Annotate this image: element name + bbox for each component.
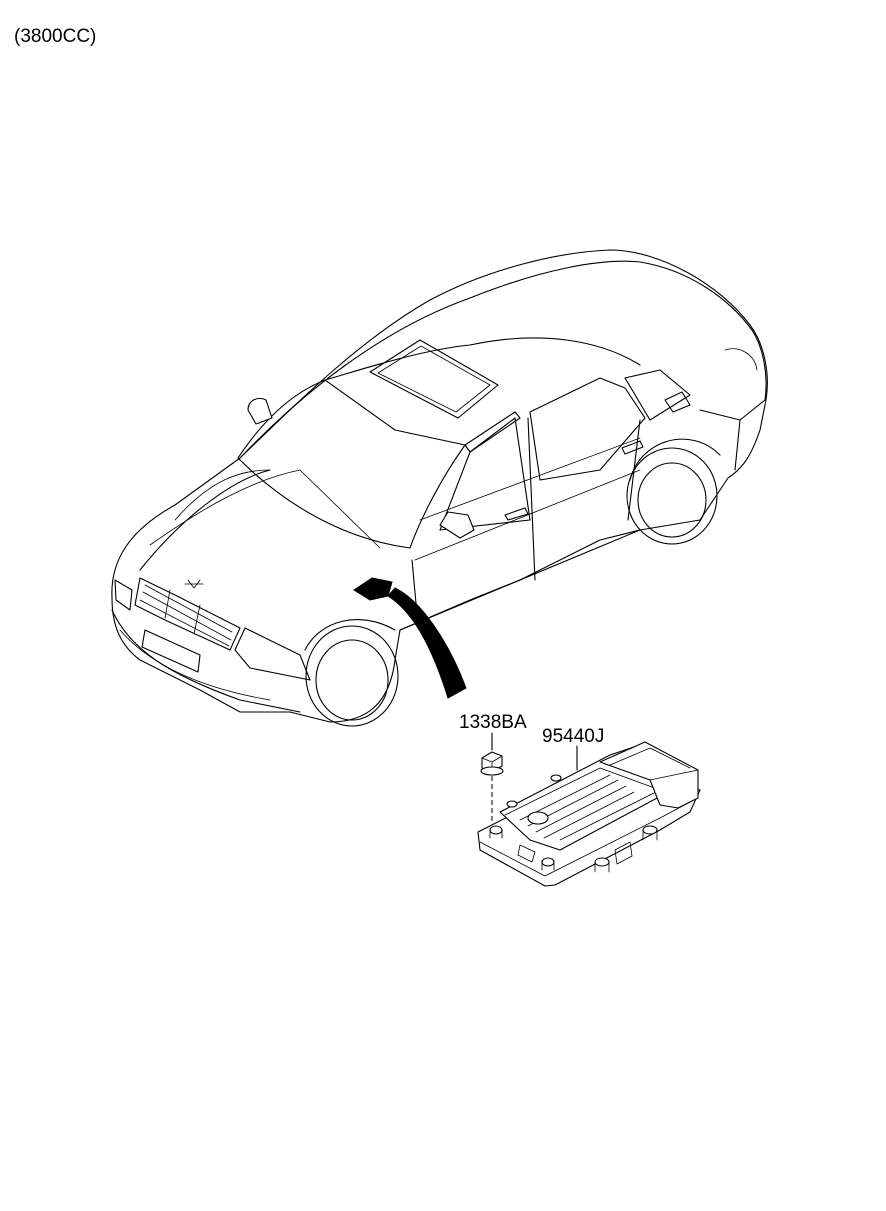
module-location-marker-icon [353, 577, 393, 601]
engine-label: (3800CC) [14, 26, 96, 47]
sedan-vehicle-icon [111, 249, 768, 727]
nut-part-number: 1338BA [459, 712, 527, 733]
location-pointer-arrow-icon [387, 587, 467, 699]
module-part-number: 95440J [542, 726, 604, 747]
control-module-unit-icon [477, 741, 701, 887]
flange-nut-icon [480, 751, 504, 776]
